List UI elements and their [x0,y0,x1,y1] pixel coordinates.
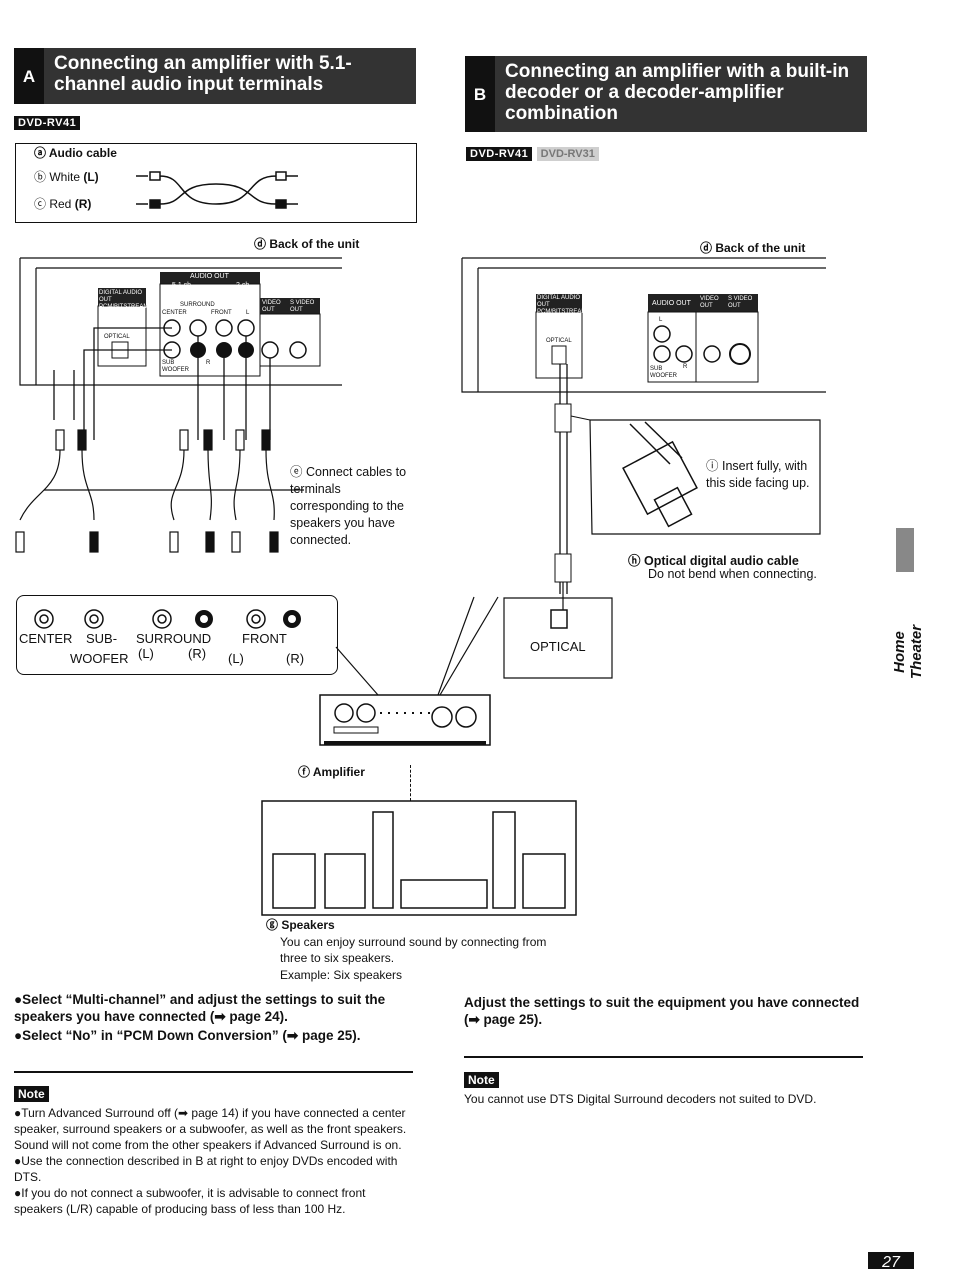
page-number: 27 [868,1252,914,1269]
speakers-desc-2: three to six speakers. [280,951,395,965]
amplifier-label: ⓕ Amplifier [298,765,365,779]
section-a-back-label: ⓓ Back of the unit [254,237,360,251]
amplifier-illustration [319,596,499,746]
section-b-header: B Connecting an amplifier with a built-i… [465,56,867,132]
section-a-title: Connecting an amplifier with 5.1-channel… [54,53,352,95]
amp-surround-label: SURROUND [136,631,212,646]
amp-center-label: CENTER [19,631,73,646]
insert-note: ⓘ Insert fully, with this side facing up… [706,459,810,490]
section-b-diagram [461,257,826,679]
white-plug-label: ⓑ White (L) [34,169,99,185]
amp-sub-label: SUB- [86,631,118,646]
b-optical-label: OPTICAL [546,338,572,344]
amp-front-r: (R) [286,651,305,666]
white-channel: (L) [83,170,99,184]
amp-terminal-jacks [34,609,301,629]
amp-front-l: (L) [228,651,244,666]
a-ch51-label: 5.1 ch [172,282,192,289]
b-video-label: VIDEO OUT [700,296,719,309]
b-digital-out-label: DIGITAL AUDIO OUT PCM/BITSTREAM [537,295,587,315]
a-optical-label: OPTICAL [104,334,130,340]
section-a-divider [14,1071,413,1073]
section-b-model-badge-2: DVD-RV31 [536,147,599,161]
section-a-model-badge: DVD-RV41 [14,116,81,130]
note-1: ●Turn Advanced Surround off (➡ page 14) … [14,1106,407,1152]
speakers-illustration [261,800,577,916]
section-a-notes: ●Turn Advanced Surround off (➡ page 14) … [14,1105,416,1217]
optical-cable-label: ⓗ Optical digital audio cable [628,554,799,568]
audio-cable-title: ⓐ Audio cable [34,146,117,160]
a-surround-label: SURROUND [180,302,215,308]
section-b-back-label: ⓓ Back of the unit [700,241,806,255]
a-front-label: FRONT [211,310,232,316]
a-ch2-label: 2 ch [236,282,250,289]
connect-note: ⓔ Connect cables to terminals correspond… [290,465,407,547]
amp-speaker-dashed-link [410,765,411,801]
amp-woofer-label: WOOFER [70,651,129,666]
amp-surround-r: (R) [188,646,207,661]
optical-cable-note: Do not bend when connecting. [648,567,817,581]
a-center-label: CENTER [162,310,187,316]
amp-front-label: FRONT [242,631,287,646]
a-digital-out-label: DIGITAL AUDIO OUT PCM/BITSTREAM [99,290,149,310]
section-b-model-badge: DVD-RV41 [466,147,533,161]
section-b-note-label: Note [464,1072,499,1088]
speakers-desc-3: Example: Six speakers [280,968,403,982]
amp-surround-l: (L) [138,646,154,661]
side-tab-marker [896,528,914,572]
speakers-desc-1: You can enjoy surround sound by connecti… [280,935,547,949]
a-r-label: R [206,360,211,366]
a-audio-out-label: AUDIO OUT [190,273,229,280]
speakers-label: ⓖ Speakers [266,918,335,932]
white-label: ⓑ White [34,170,81,184]
b-l-label: L [659,317,663,323]
section-a-note-label: Note [14,1086,49,1102]
b-r-label: R [683,364,688,370]
a-l-label: L [246,310,250,316]
side-tab-label: Home Theater [891,624,925,680]
instruction-1: ●Select “Multi-channel” and adjust the s… [14,992,386,1024]
note-3: ●If you do not connect a subwoofer, it i… [14,1186,366,1216]
instruction-2: ●Select “No” in “PCM Down Conversion” (➡… [14,1028,361,1043]
b-sub-label: SUB WOOFER [650,366,677,379]
section-a-letter: A [14,48,44,104]
section-a-diagram [15,257,342,553]
red-channel: (R) [74,197,92,211]
note-2: ●Use the connection described in B at ri… [14,1154,398,1184]
section-b-badges: DVD-RV41 DVD-RV31 [466,144,599,162]
a-video-label: VIDEO OUT [262,300,281,313]
amp-optical-label: OPTICAL [530,639,586,654]
section-b-title: Connecting an amplifier with a built-in … [505,61,850,124]
audio-cable-box: ⓐ Audio cable ⓑ White (L) ⓒ Red (R) [15,143,417,223]
section-b-divider [464,1056,863,1058]
section-b-letter: B [465,56,495,132]
red-plug-label: ⓒ Red (R) [34,196,91,212]
a-sub-label: SUB WOOFER [162,360,189,373]
audio-cable-illustration [136,171,298,209]
b-audio-out-label: AUDIO OUT [652,300,691,307]
section-b-note: You cannot use DTS Digital Surround deco… [464,1092,817,1106]
section-b-instruction: Adjust the settings to suit the equipmen… [464,995,860,1027]
a-svideo-label: S VIDEO OUT [290,300,315,313]
b-svideo-label: S VIDEO OUT [728,296,753,309]
amp-terminals-a-box [16,595,338,675]
section-a-header: A Connecting an amplifier with 5.1-chann… [14,48,416,104]
red-label: ⓒ Red [34,197,72,211]
